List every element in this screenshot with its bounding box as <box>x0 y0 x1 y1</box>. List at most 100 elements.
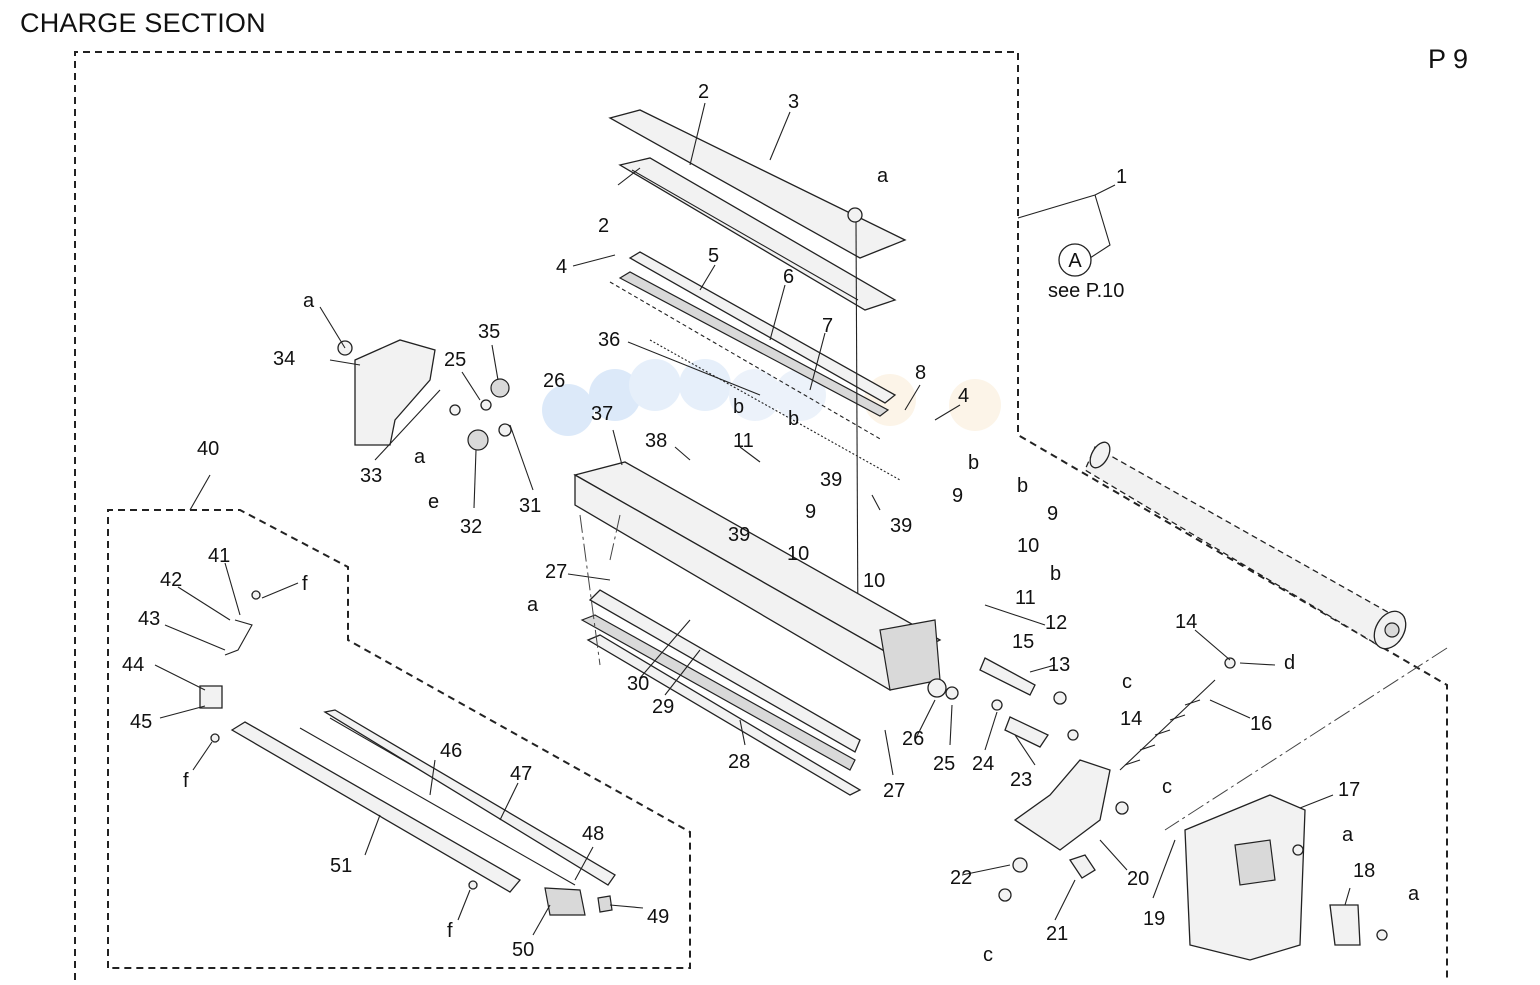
callout-32: 32 <box>460 516 482 538</box>
callout-46: 46 <box>440 740 462 762</box>
callout-40: 40 <box>197 438 219 460</box>
auger-part-16 <box>1119 657 1236 771</box>
callout-2-top: 2 <box>698 81 709 103</box>
callout-19: 19 <box>1143 908 1165 930</box>
rods-parts-5-6-7 <box>609 251 901 481</box>
callout-b-2: b <box>788 408 799 430</box>
gears-parts-31-32-35 <box>337 340 512 451</box>
callout-22: 22 <box>950 867 972 889</box>
callout-a-left: a <box>303 290 315 312</box>
right-bracket-parts-17-19 <box>1184 794 1388 961</box>
callout-16: 16 <box>1250 713 1272 735</box>
callout-a-bottom: a <box>1408 883 1420 905</box>
main-housing-part-37 <box>573 461 942 691</box>
callout-27-a: 27 <box>545 561 567 583</box>
callout-10-a: 10 <box>787 543 809 565</box>
callout-a-housing: a <box>527 594 539 616</box>
callout-44: 44 <box>122 654 144 676</box>
callout-49: 49 <box>647 906 669 928</box>
callout-f-left: f <box>183 770 189 792</box>
callout-35: 35 <box>478 321 500 343</box>
bushing-parts-23-26 <box>927 678 1079 748</box>
callout-39-b: 39 <box>728 524 750 546</box>
callout-25-a: 25 <box>444 349 466 371</box>
screw-a-top <box>847 207 863 641</box>
callout-e: e <box>428 491 439 513</box>
callout-28: 28 <box>728 751 750 773</box>
callout-39-a: 39 <box>820 469 842 491</box>
group-40-boundary <box>107 509 691 969</box>
callout-a-mid: a <box>414 446 426 468</box>
callout-f-bottom: f <box>447 920 453 942</box>
callout-4-right: 4 <box>958 385 969 407</box>
callout-42: 42 <box>160 569 182 591</box>
top-cover-parts-2-3 <box>608 109 907 311</box>
callout-10-b: 10 <box>863 570 885 592</box>
callout-50: 50 <box>512 939 534 961</box>
svg-text:A: A <box>1068 250 1082 272</box>
callout-a-right: a <box>1342 824 1354 846</box>
callout-9-a: 9 <box>952 485 963 507</box>
callout-43: 43 <box>138 608 160 630</box>
callout-45: 45 <box>130 711 152 733</box>
callout-14-bottom: 14 <box>1120 708 1142 730</box>
callout-14-top: 14 <box>1175 611 1197 633</box>
svg-text:see P.10: see P.10 <box>1048 280 1124 302</box>
callout-8: 8 <box>915 362 926 384</box>
callout-31: 31 <box>519 495 541 517</box>
callout-10-c: 10 <box>1017 535 1039 557</box>
charge-roller-part-1 <box>1017 184 1407 650</box>
callout-7: 7 <box>822 315 833 337</box>
callout-15: 15 <box>1012 631 1034 653</box>
callout-11-b: 11 <box>1015 587 1036 609</box>
callout-18: 18 <box>1353 860 1375 882</box>
callout-30: 30 <box>627 673 649 695</box>
callout-20: 20 <box>1127 868 1149 890</box>
callout-b-5: b <box>1050 563 1061 585</box>
callout-f-top: f <box>302 573 308 595</box>
callout-3: 3 <box>788 91 799 113</box>
callout-39-c: 39 <box>890 515 912 537</box>
callout-2-left: 2 <box>598 215 609 237</box>
callout-23: 23 <box>1010 769 1032 791</box>
callout-25-b: 25 <box>933 753 955 775</box>
callout-11-a: 11 <box>733 430 754 452</box>
callout-b-3: b <box>968 452 979 474</box>
callout-c-2: c <box>1162 776 1172 798</box>
callout-9-b: 9 <box>805 501 816 523</box>
callout-41: 41 <box>208 545 230 567</box>
callout-c-3: c <box>983 944 993 966</box>
callout-5: 5 <box>708 245 719 267</box>
callout-38: 38 <box>645 430 667 452</box>
callout-37: 37 <box>591 403 613 425</box>
left-bracket-part-34 <box>354 339 436 446</box>
callout-d: d <box>1284 652 1295 674</box>
callout-51: 51 <box>330 855 352 877</box>
callout-21: 21 <box>1046 923 1068 945</box>
page-number: P 9 <box>1428 44 1469 74</box>
main-group-boundary <box>74 51 1448 980</box>
callout-33: 33 <box>360 465 382 487</box>
callout-27-b: 27 <box>883 780 905 802</box>
callout-b-4: b <box>1017 475 1028 497</box>
bars-parts-28-29-30 <box>580 589 862 796</box>
callout-24: 24 <box>972 753 994 775</box>
callout-1: 1 <box>1116 166 1127 188</box>
callout-36: 36 <box>598 329 620 351</box>
callout-17: 17 <box>1338 779 1360 801</box>
callout-34: 34 <box>273 348 295 370</box>
callout-9-c: 9 <box>1047 503 1058 525</box>
shaft-part-13 <box>979 657 1036 696</box>
callout-b-1: b <box>733 396 744 418</box>
page-title: CHARGE SECTION <box>20 8 266 38</box>
callout-13: 13 <box>1048 654 1070 676</box>
callout-c-1: c <box>1122 671 1132 693</box>
callout-4-left: 4 <box>556 256 567 278</box>
callout-48: 48 <box>582 823 604 845</box>
callout-a-top: a <box>877 165 889 187</box>
callout-12: 12 <box>1045 612 1067 634</box>
callout-26-a: 26 <box>543 370 565 392</box>
callout-47: 47 <box>510 763 532 785</box>
callout-labels: 1 2 2 3 4 4 5 6 7 8 9 9 9 10 10 10 11 11… <box>122 81 1420 966</box>
